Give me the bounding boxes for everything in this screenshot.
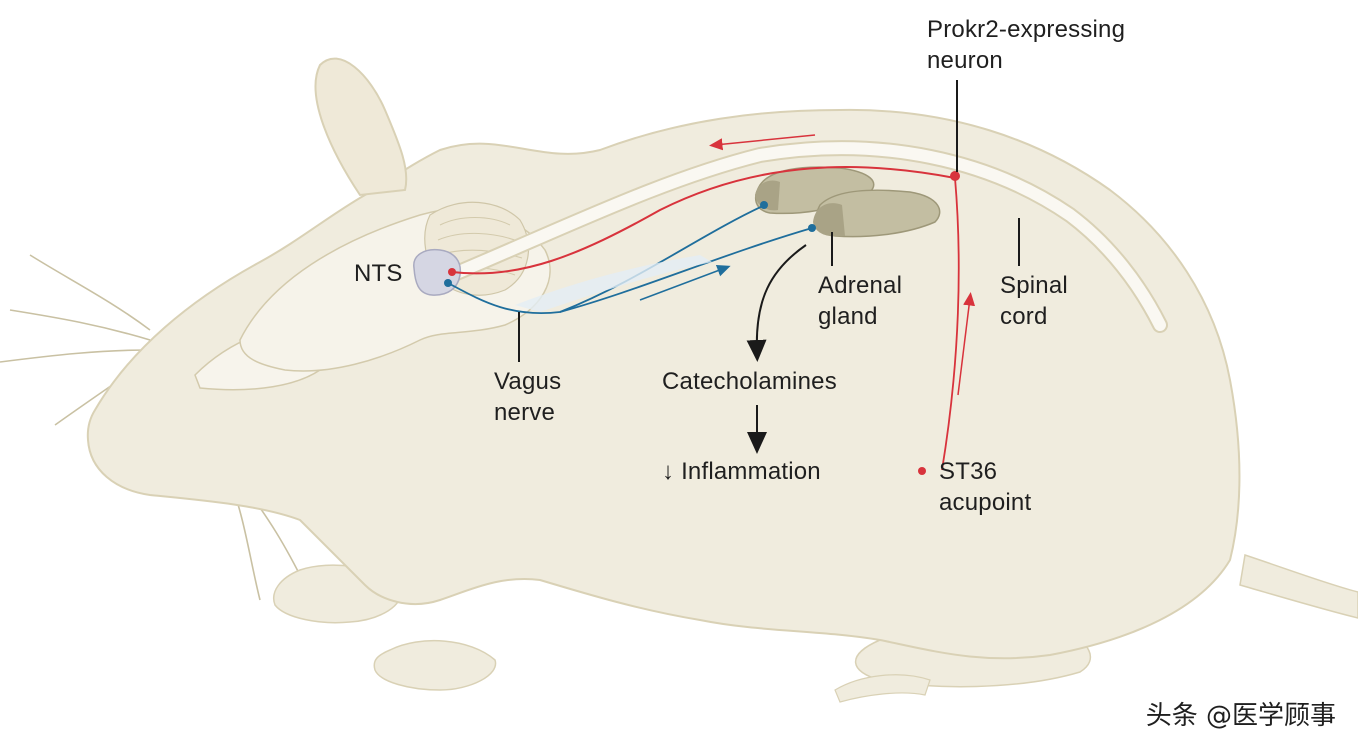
label-adrenal-line2: gland — [818, 303, 878, 330]
red-flow-arrow-top — [709, 134, 816, 151]
label-spinal-line2: cord — [1000, 303, 1048, 330]
label-st36-acupoint: ST36 acupoint — [939, 456, 1031, 518]
prokr2-neuron-dot — [950, 171, 960, 181]
red-flow-arrow-right — [957, 292, 976, 396]
adrenal-upper-blue-dot — [760, 201, 768, 209]
blue-flow-arrow — [639, 265, 731, 301]
label-vagus-nerve: Vagus nerve — [494, 366, 561, 428]
adrenal-to-catecholamines-arrow — [746, 244, 807, 362]
red-pathway — [451, 166, 956, 275]
label-vagus-line1: Vagus — [494, 368, 562, 395]
vagus-pathway — [447, 204, 766, 315]
label-vagus-line2: nerve — [494, 399, 556, 426]
adrenal-lower-blue-dot — [808, 224, 816, 232]
label-spinal-cord: Spinal cord — [1000, 270, 1068, 332]
nts-red-dot — [448, 268, 456, 276]
label-st36-line2: acupoint — [939, 489, 1032, 516]
adrenal-gland-lower — [813, 189, 941, 238]
red-pathway-descending — [941, 177, 960, 471]
label-prokr2-line2: neuron — [927, 47, 1003, 74]
label-spinal-line1: Spinal — [1000, 272, 1068, 299]
label-prokr2-line1: Prokr2-expressing — [927, 16, 1126, 43]
ear — [314, 57, 408, 197]
tail — [1239, 554, 1358, 619]
vagus-pathway-2 — [559, 227, 813, 313]
label-nts: NTS — [354, 260, 403, 287]
vagus-fill — [515, 255, 712, 312]
label-adrenal-gland: Adrenal gland — [818, 270, 902, 332]
st36-dot — [918, 467, 926, 475]
label-st36-line1: ST36 — [939, 458, 998, 485]
nts-blue-dot — [444, 279, 452, 287]
label-prokr2-neuron: Prokr2-expressing neuron — [927, 14, 1125, 76]
label-adrenal-line1: Adrenal — [818, 272, 903, 299]
label-inflammation: ↓ Inflammation — [662, 458, 821, 485]
label-catecholamines: Catecholamines — [662, 368, 837, 395]
front-paw-2 — [373, 640, 497, 691]
watermark: 头条 @医学顾事 — [1145, 701, 1336, 731]
